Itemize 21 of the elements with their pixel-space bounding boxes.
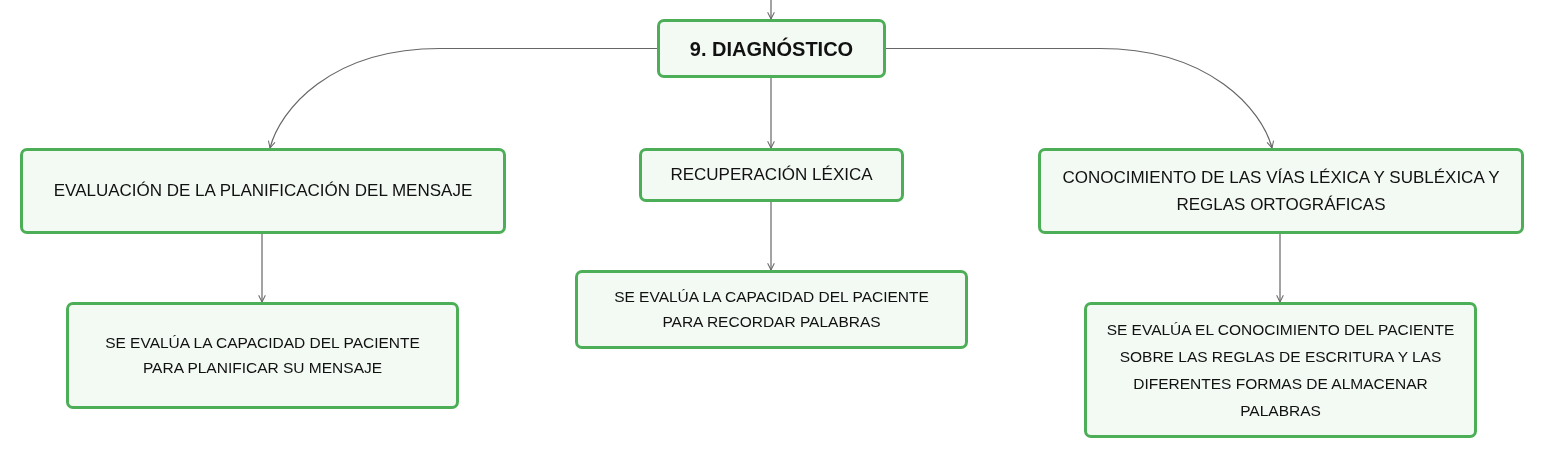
connector-arrow (268, 47, 658, 149)
topic-text: EVALUACIÓN DE LA PLANIFICACIÓN DEL MENSAJE (53, 180, 473, 203)
topic-box (639, 148, 904, 202)
topic-text: 9. DIAGNÓSTICO (689, 36, 854, 62)
connector-arrow (258, 233, 266, 303)
connector-arrow (1276, 233, 1284, 303)
topic-text: SE EVALÚA EL CONOCIMIENTO DEL PACIENTE SOBRE LAS REGLAS DE ESCRITURA Y LAS DIFERENTES FORMAS DE ALMACENAR PALABRAS (1105, 319, 1456, 422)
topic-text: SE EVALÚA LA CAPACIDAD DEL PACIENTE PARA RECORDAR PALABRAS (613, 286, 930, 332)
topic-text: SE EVALÚA LA CAPACIDAD DEL PACIENTE PARA PLANIFICAR SU MENSAJE (104, 332, 421, 378)
topic-box (575, 270, 968, 349)
topic-box (20, 148, 506, 234)
topic-box (657, 19, 886, 78)
connector-arrow (767, 0, 775, 20)
topic-text: RECUPERACIÓN LÉXICA (670, 164, 873, 187)
connector-arrow (767, 77, 775, 149)
topic-box (66, 302, 459, 409)
connector-arrow (767, 201, 775, 271)
connector-arrow (885, 47, 1274, 149)
topic-text: CONOCIMIENTO DE LAS VÍAS LÉXICA Y SUBLÉXICA Y REGLAS ORTOGRÁFICAS (1061, 166, 1501, 216)
topic-box (1084, 302, 1477, 438)
topic-box (1038, 148, 1524, 234)
